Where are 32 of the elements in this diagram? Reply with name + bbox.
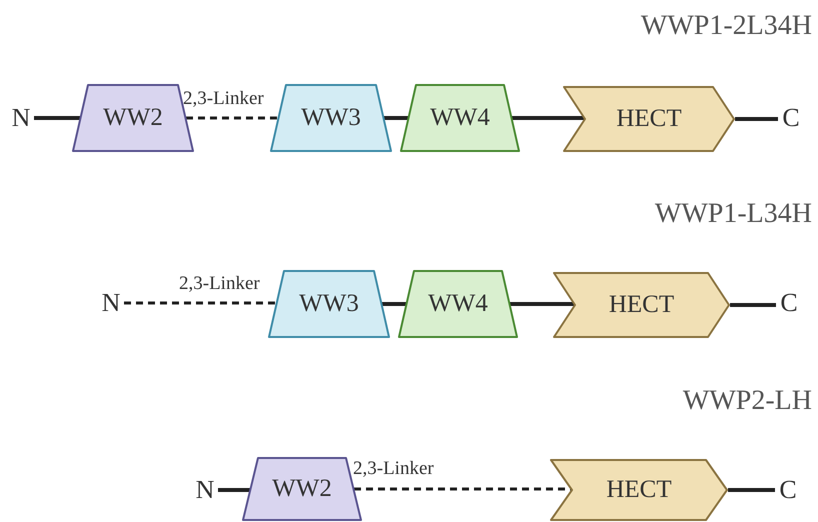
connector-line (384, 116, 408, 120)
terminus-label: N (192, 475, 218, 505)
terminus-label: N (8, 103, 34, 133)
dashed-linker-line (124, 302, 276, 304)
edge-label: 2,3-Linker (182, 88, 265, 110)
terminus-label: N (98, 288, 124, 318)
connector-line (382, 302, 406, 306)
terminus-label: C (775, 475, 801, 505)
dashed-linker-line (186, 116, 278, 120)
connector-line (34, 116, 80, 120)
connector-line (512, 116, 585, 120)
edge-label: 2,3-Linker (352, 458, 435, 480)
domain-label: WW3 (298, 290, 360, 318)
domain-label: WW2 (271, 475, 333, 503)
terminus-label: C (776, 288, 802, 318)
domain-label: WW4 (427, 290, 489, 318)
terminus-label: C (778, 103, 804, 133)
domain-label: HECT (615, 105, 683, 133)
construct-title: WWP1-2L34H (640, 10, 812, 42)
domain-label: HECT (605, 476, 673, 504)
connector-line (730, 303, 776, 307)
domain-label: HECT (608, 291, 676, 319)
domain-label: WW2 (102, 104, 164, 132)
connector-line (218, 488, 250, 492)
construct-title: WWP2-LH (682, 385, 812, 417)
edge-label: 2,3-Linker (178, 273, 261, 295)
connector-line (728, 488, 775, 492)
domain-label: WW4 (429, 104, 491, 132)
domain-label: WW3 (300, 104, 362, 132)
construct-title: WWP1-L34H (654, 198, 812, 230)
connector-line (510, 302, 575, 306)
connector-line (735, 117, 778, 121)
